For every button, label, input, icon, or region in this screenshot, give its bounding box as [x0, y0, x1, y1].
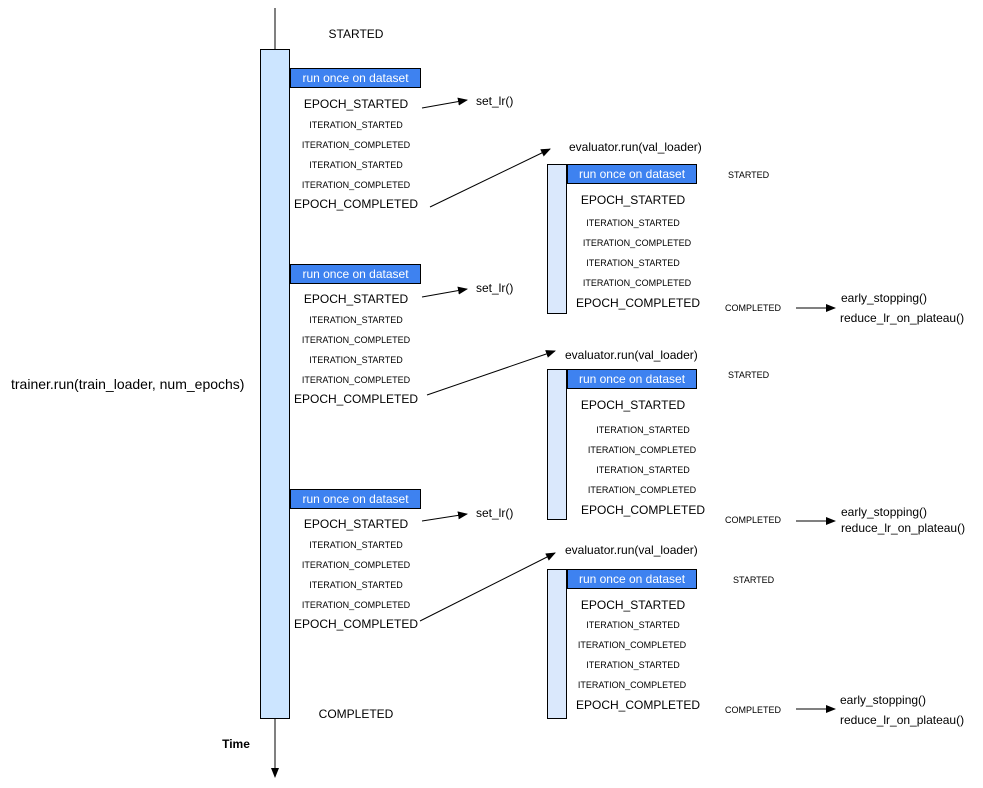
- iteration-completed-1a: ITERATION_COMPLETED: [301, 140, 411, 150]
- trainer-run-label: trainer.run(train_loader, num_epochs): [11, 376, 245, 392]
- evaluator-completed-1: COMPLETED: [725, 303, 782, 313]
- evaluator-timeline-bar-3: [547, 569, 567, 719]
- evaluator-epoch-started-3: EPOCH_STARTED: [580, 598, 686, 612]
- evaluator-run-label-1: evaluator.run(val_loader): [569, 140, 702, 154]
- set-lr-arrow-1: [421, 97, 468, 109]
- trainer-completed-label: COMPLETED: [318, 707, 394, 721]
- evaluator-dataset-box-2: run once on dataset: [567, 369, 697, 389]
- evaluator-run-label-3: evaluator.run(val_loader): [565, 543, 698, 557]
- iteration-started-2b: ITERATION_STARTED: [309, 355, 403, 365]
- set-lr-label-1: set_lr(): [476, 94, 514, 108]
- evaluator-iteration-completed-3b: ITERATION_COMPLETED: [577, 680, 687, 690]
- evaluator-started-1: STARTED: [728, 170, 770, 180]
- trainer-timeline-bar: [260, 49, 290, 719]
- evaluator-epoch-started-2: EPOCH_STARTED: [580, 398, 686, 412]
- evaluator-epoch-started-1: EPOCH_STARTED: [580, 193, 686, 207]
- iteration-completed-2b: ITERATION_COMPLETED: [301, 375, 411, 385]
- iteration-started-3a: ITERATION_STARTED: [309, 540, 403, 550]
- reduce-lr-label-2: reduce_lr_on_plateau(): [841, 521, 966, 535]
- set-lr-arrow-2: [421, 286, 468, 298]
- evaluator-completed-3: COMPLETED: [725, 705, 782, 715]
- evaluator-arrow-3: [419, 552, 556, 622]
- epoch-completed-2: EPOCH_COMPLETED: [293, 392, 419, 406]
- early-stopping-label-3: early_stopping(): [840, 693, 927, 707]
- dataset-box-epoch-2: run once on dataset: [290, 264, 421, 284]
- evaluator-iteration-started-2b: ITERATION_STARTED: [596, 465, 690, 475]
- evaluator-iteration-completed-1a: ITERATION_COMPLETED: [582, 238, 692, 248]
- epoch-completed-1: EPOCH_COMPLETED: [293, 197, 419, 211]
- evaluator-run-label-2: evaluator.run(val_loader): [565, 348, 698, 362]
- evaluator-dataset-box-3: run once on dataset: [567, 569, 697, 589]
- iteration-completed-3a: ITERATION_COMPLETED: [301, 560, 411, 570]
- time-axis-label: Time: [222, 737, 250, 751]
- evaluator-epoch-completed-1: EPOCH_COMPLETED: [575, 296, 701, 310]
- epoch-started-2: EPOCH_STARTED: [303, 292, 409, 306]
- trainer-started-label: STARTED: [328, 27, 384, 41]
- evaluator-iteration-completed-3a: ITERATION_COMPLETED: [577, 640, 687, 650]
- set-lr-label-3: set_lr(): [476, 506, 514, 520]
- evaluator-started-2: STARTED: [728, 370, 770, 380]
- evaluator-iteration-started-3b: ITERATION_STARTED: [586, 660, 680, 670]
- evaluator-iteration-completed-2a: ITERATION_COMPLETED: [587, 445, 697, 455]
- evaluator-completed-2: COMPLETED: [725, 515, 782, 525]
- set-lr-arrow-3: [421, 511, 468, 522]
- evaluator-iteration-started-1b: ITERATION_STARTED: [586, 258, 680, 268]
- evaluator-iteration-started-2a: ITERATION_STARTED: [596, 425, 690, 435]
- evaluator-arrow-1: [429, 148, 551, 208]
- iteration-completed-3b: ITERATION_COMPLETED: [301, 600, 411, 610]
- evaluator-arrow-2: [426, 350, 556, 396]
- evaluator-iteration-completed-2b: ITERATION_COMPLETED: [587, 485, 697, 495]
- evaluator-dataset-box-1: run once on dataset: [567, 164, 697, 184]
- set-lr-label-2: set_lr(): [476, 281, 514, 295]
- epoch-started-3: EPOCH_STARTED: [303, 517, 409, 531]
- reduce-lr-label-3: reduce_lr_on_plateau(): [840, 713, 965, 727]
- evaluator-iteration-completed-1b: ITERATION_COMPLETED: [582, 278, 692, 288]
- iteration-started-2a: ITERATION_STARTED: [309, 315, 403, 325]
- iteration-completed-2a: ITERATION_COMPLETED: [301, 335, 411, 345]
- iteration-started-1b: ITERATION_STARTED: [309, 160, 403, 170]
- evaluator-timeline-bar-1: [547, 164, 567, 314]
- dataset-box-epoch-3: run once on dataset: [290, 489, 421, 509]
- evaluator-epoch-completed-2: EPOCH_COMPLETED: [580, 503, 706, 517]
- evaluator-timeline-bar-2: [547, 369, 567, 520]
- early-stopping-label-2: early_stopping(): [841, 505, 928, 519]
- iteration-completed-1b: ITERATION_COMPLETED: [301, 180, 411, 190]
- early-stopping-label-1: early_stopping(): [841, 291, 928, 305]
- epoch-started-1: EPOCH_STARTED: [303, 97, 409, 111]
- evaluator-started-3: STARTED: [733, 575, 775, 585]
- iteration-started-1a: ITERATION_STARTED: [309, 120, 403, 130]
- evaluator-epoch-completed-3: EPOCH_COMPLETED: [575, 698, 701, 712]
- reduce-lr-label-1: reduce_lr_on_plateau(): [840, 311, 965, 325]
- evaluator-iteration-started-3a: ITERATION_STARTED: [586, 620, 680, 630]
- dataset-box-epoch-1: run once on dataset: [290, 68, 421, 88]
- epoch-completed-3: EPOCH_COMPLETED: [293, 617, 419, 631]
- iteration-started-3b: ITERATION_STARTED: [309, 580, 403, 590]
- evaluator-iteration-started-1a: ITERATION_STARTED: [586, 218, 680, 228]
